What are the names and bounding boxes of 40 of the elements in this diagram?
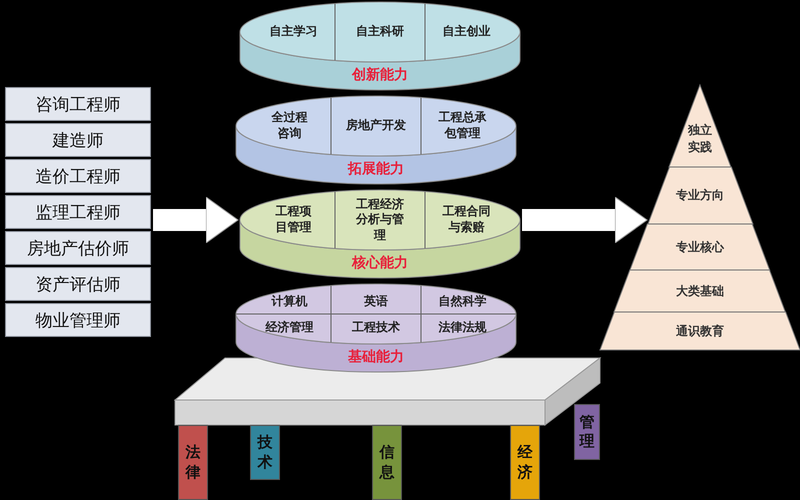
- table-leg: 管理: [574, 404, 600, 460]
- segment-label: 全过程咨询: [248, 100, 331, 152]
- segment-label: 工程经济分析与管理: [335, 194, 425, 246]
- segment-label: 自主学习: [252, 6, 335, 58]
- pyramid-level: 专业方向: [648, 167, 752, 224]
- pyramid-level: 独立实践: [669, 85, 731, 167]
- pyramid-level: 大类基础: [614, 270, 786, 312]
- disc: [236, 96, 516, 186]
- segment-label: 自然科学: [421, 289, 504, 314]
- disc: [240, 190, 520, 280]
- job-title-box: 资产评估师: [5, 267, 151, 301]
- disc-label: 基础能力: [347, 348, 405, 366]
- disc: [236, 284, 516, 374]
- pyramid-level: 专业核心: [630, 224, 770, 270]
- pyramid-level: 通识教育: [600, 312, 800, 350]
- segment-label: 自主创业: [425, 6, 508, 58]
- segment-label: 房地产开发: [331, 100, 421, 152]
- disc-label: 创新能力: [350, 66, 409, 84]
- segment-label: 工程技术: [331, 315, 421, 340]
- disc-label: 拓展能力: [346, 160, 405, 178]
- job-title-box: 造价工程师: [5, 159, 151, 193]
- segment-label: 自主科研: [335, 6, 425, 58]
- segment-label: 工程合同与索赔: [425, 194, 508, 246]
- job-title-box: 房地产估价师: [5, 231, 151, 265]
- table-leg: 经济: [510, 425, 540, 500]
- segment-label: 法律法规: [421, 315, 504, 340]
- segment-label: 经济管理: [248, 315, 331, 340]
- job-title-box: 建造师: [5, 123, 151, 157]
- table-leg: 技术: [250, 425, 280, 480]
- disc: [240, 2, 520, 92]
- table-leg: 信息: [372, 425, 402, 500]
- disc-label: 核心能力: [350, 254, 409, 272]
- segment-label: 工程项目管理: [252, 194, 335, 246]
- job-title-box: 监理工程师: [5, 195, 151, 229]
- job-title-box: 物业管理师: [5, 303, 151, 337]
- job-title-box: 咨询工程师: [5, 87, 151, 121]
- segment-label: 计算机: [248, 289, 331, 314]
- table-leg: 法律: [178, 425, 208, 500]
- segment-label: 英语: [331, 289, 421, 314]
- segment-label: 工程总承包管理: [421, 100, 504, 152]
